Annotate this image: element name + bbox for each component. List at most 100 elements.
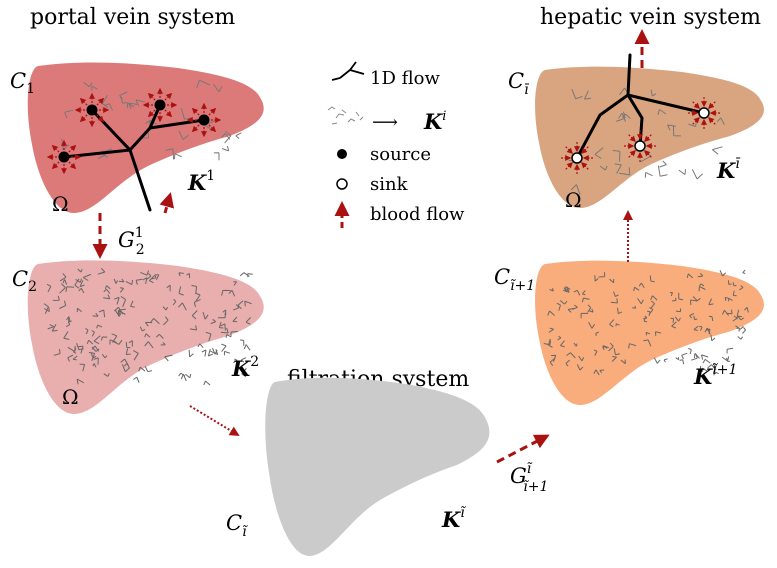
capillary-segment bbox=[657, 165, 668, 177]
capillary-segment bbox=[186, 273, 191, 279]
source-arrow bbox=[96, 97, 105, 106]
capillary-segment bbox=[245, 317, 252, 325]
capillary-segment bbox=[63, 331, 70, 340]
capillary-segment bbox=[678, 169, 686, 176]
capillary-segment bbox=[121, 96, 128, 104]
capillary-segment bbox=[735, 325, 744, 330]
capillary-segment bbox=[594, 147, 604, 159]
label-c1: C1 bbox=[10, 69, 35, 97]
capillary-segment bbox=[154, 274, 160, 281]
capillary-segment bbox=[172, 298, 177, 306]
capillary-segment bbox=[670, 317, 674, 323]
label-cibar: Cī bbox=[508, 69, 530, 98]
capillary-segment bbox=[162, 306, 169, 311]
capillary-segment bbox=[68, 317, 72, 323]
capillary-segment bbox=[104, 285, 111, 290]
capillary-segment bbox=[570, 184, 581, 195]
sink-nodes bbox=[571, 107, 710, 164]
capillary-segment bbox=[47, 324, 55, 330]
capillary-segment bbox=[135, 99, 146, 107]
capillary-segment bbox=[243, 344, 251, 351]
capillary-segment bbox=[691, 353, 698, 361]
capillary-segment bbox=[582, 290, 586, 296]
capillary-segment bbox=[76, 378, 85, 385]
capillary-segment bbox=[688, 348, 692, 355]
capillary-segment bbox=[146, 273, 152, 280]
capillary-segment bbox=[617, 307, 623, 315]
capillary-segment bbox=[565, 359, 571, 367]
capillary-segment bbox=[144, 341, 154, 349]
capillary-segment bbox=[637, 298, 644, 305]
capillary-segment bbox=[220, 327, 229, 334]
capillary-segment bbox=[678, 292, 684, 301]
capillary-segment bbox=[78, 287, 85, 294]
source-arrow bbox=[191, 124, 200, 133]
capillary-segment bbox=[721, 356, 730, 362]
capillary-segment bbox=[549, 288, 554, 292]
label-ci: Cĩ bbox=[226, 511, 248, 540]
sink-arrow bbox=[565, 162, 573, 170]
capillary-segment bbox=[128, 340, 133, 347]
capillary-segment bbox=[118, 278, 125, 283]
sink-arrow bbox=[565, 146, 573, 154]
capillary-segment bbox=[59, 273, 67, 282]
capillary-segment bbox=[657, 108, 667, 116]
capillary-segment bbox=[726, 347, 734, 354]
capillary-segment bbox=[196, 79, 211, 89]
capillary-segment bbox=[672, 297, 677, 302]
capillary-segment bbox=[686, 273, 694, 279]
capillary-segment bbox=[619, 167, 631, 176]
capillary-segment bbox=[613, 348, 621, 356]
capillary-segment bbox=[120, 358, 129, 366]
capillary-segment bbox=[241, 367, 247, 378]
capillary-segment bbox=[737, 315, 745, 321]
capillary-segment bbox=[621, 113, 631, 119]
capillary-segment bbox=[163, 316, 169, 326]
source-arrow bbox=[147, 92, 156, 101]
capillary-segment bbox=[76, 343, 84, 351]
legend-sink-label: sink bbox=[370, 174, 409, 195]
capillary-segment bbox=[221, 145, 230, 152]
capillary-segment bbox=[64, 109, 74, 119]
capillary-segment bbox=[602, 345, 608, 349]
capillary-segment bbox=[59, 283, 66, 294]
capillary-segment bbox=[559, 300, 568, 305]
capillary-segment bbox=[98, 309, 106, 318]
capillary-segment bbox=[588, 321, 596, 329]
capillary-segment bbox=[104, 103, 113, 111]
capillary-segment bbox=[139, 326, 146, 332]
capillary-segment bbox=[213, 152, 220, 161]
capillary-segment bbox=[197, 343, 204, 349]
capillary-segment bbox=[571, 88, 583, 100]
sink-arrow bbox=[644, 134, 652, 142]
capillary-segment bbox=[145, 321, 153, 327]
capillary-segment bbox=[207, 349, 214, 357]
capillary-segment bbox=[233, 281, 238, 286]
capillary-segment bbox=[699, 283, 705, 287]
sink-arrow bbox=[692, 117, 700, 125]
capillary-segment bbox=[643, 339, 652, 347]
capillary-segment bbox=[77, 345, 84, 354]
capillary-segment bbox=[191, 310, 198, 320]
label-k1: K1 bbox=[187, 168, 215, 195]
capillary-segment bbox=[691, 169, 703, 180]
capillary-segment bbox=[713, 370, 719, 376]
omega-c1: Ω bbox=[52, 192, 69, 216]
capillary-segment bbox=[51, 324, 58, 332]
capillary-segment bbox=[659, 160, 667, 168]
capillary-segment bbox=[566, 352, 576, 359]
sink-arrow bbox=[708, 117, 716, 125]
capillary-segment bbox=[91, 330, 95, 337]
capillary-segment bbox=[578, 355, 585, 362]
source-arrow bbox=[79, 114, 88, 123]
capillary-segment bbox=[76, 307, 83, 313]
capillary-segment bbox=[693, 315, 698, 321]
capillary-segment bbox=[672, 125, 681, 137]
capillary-segment bbox=[43, 303, 49, 315]
capillary-segment bbox=[201, 349, 207, 357]
capillary-segment bbox=[580, 312, 589, 319]
capillary-segment bbox=[701, 367, 708, 373]
capillary-segment bbox=[653, 357, 661, 364]
sink-arrow bbox=[708, 101, 716, 109]
capillary-segment bbox=[728, 280, 732, 285]
